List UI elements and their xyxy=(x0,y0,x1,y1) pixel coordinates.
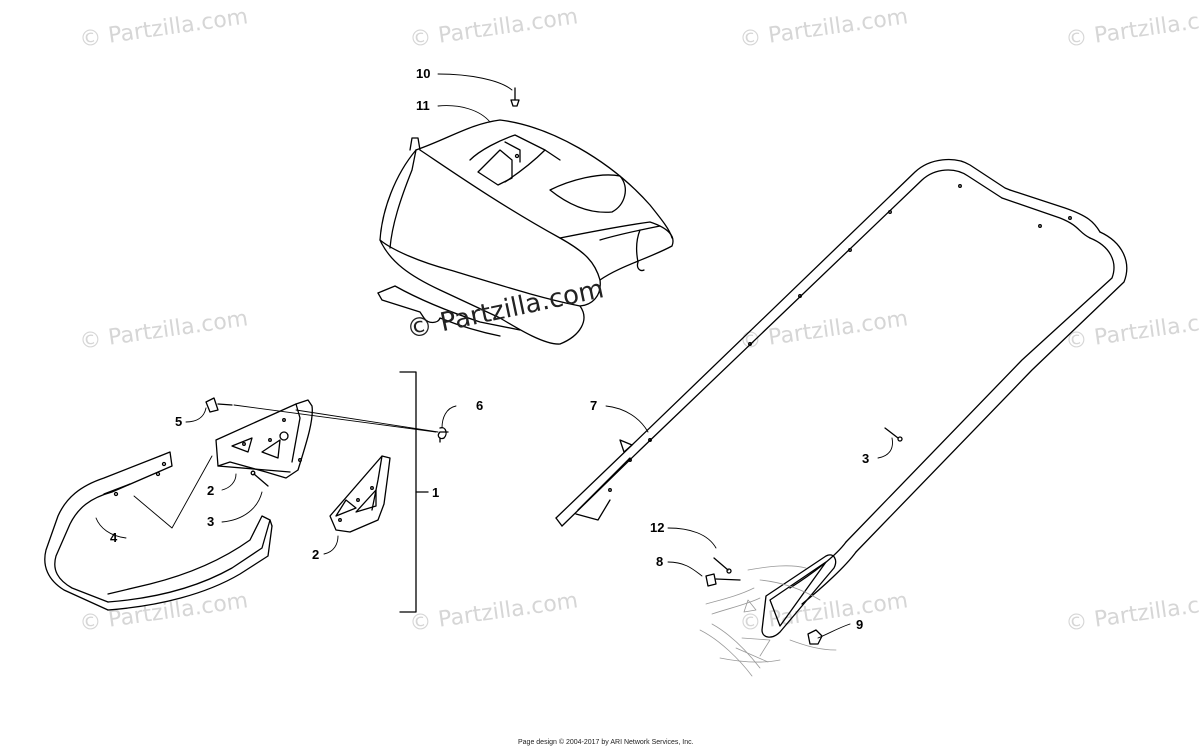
callout-label: 3 xyxy=(862,451,870,466)
footer-copyright: Page design © 2004-2017 by ARI Network S… xyxy=(518,739,694,746)
callout-label: 11 xyxy=(416,98,430,113)
context-sketch xyxy=(699,565,837,677)
end-bracket-part xyxy=(761,554,837,645)
callout-label: 8 xyxy=(656,554,664,569)
clip-part xyxy=(437,427,449,443)
rivet-part xyxy=(713,557,732,574)
callout-label: 5 xyxy=(175,414,183,429)
callout-label: 4 xyxy=(110,530,118,545)
bolt-part xyxy=(205,397,233,413)
callout-label: 6 xyxy=(476,398,484,413)
screw-part xyxy=(510,87,520,107)
upper-bracket-part xyxy=(215,399,313,479)
callout-label: 3 xyxy=(207,514,215,529)
bolt-part xyxy=(705,573,741,587)
storage-bag-part xyxy=(377,119,674,345)
rivet-part xyxy=(250,470,269,487)
callout-label: 10 xyxy=(416,66,431,81)
leader-lines xyxy=(95,73,893,639)
callout-label: 2 xyxy=(312,547,320,562)
callout-label: 7 xyxy=(590,398,598,413)
callout-label: 12 xyxy=(650,520,665,535)
bumper-part xyxy=(44,451,273,611)
group-bracket xyxy=(399,371,429,613)
grab-handle-part xyxy=(555,158,1128,605)
callout-label: 2 xyxy=(207,483,215,498)
rivet-part xyxy=(884,427,903,442)
lower-bracket-part xyxy=(329,455,391,533)
callout-label: 1 xyxy=(432,485,440,500)
callout-label: 9 xyxy=(856,617,864,632)
